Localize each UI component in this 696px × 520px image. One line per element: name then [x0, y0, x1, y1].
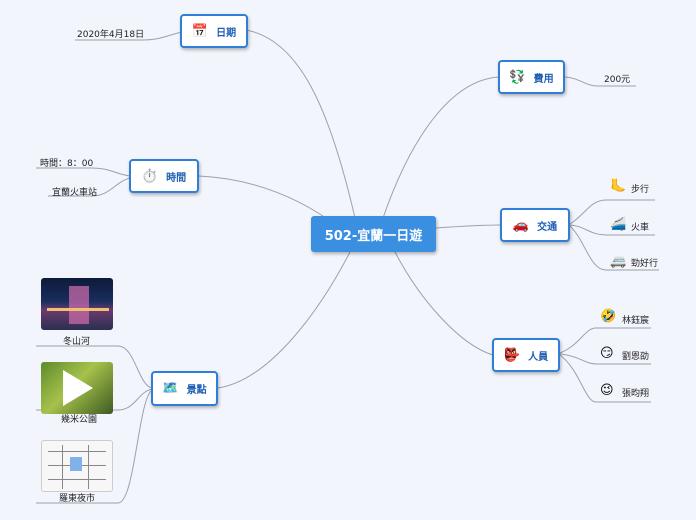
topic-places[interactable]: 🗺️ 景點	[151, 371, 218, 406]
leaf-date[interactable]: 2020年4月18日	[77, 30, 145, 40]
leaf-place-1[interactable]: 冬山河	[63, 337, 91, 347]
photo-dongshan-river	[41, 278, 113, 330]
leaf-cost[interactable]: 200元	[604, 75, 631, 85]
leaf-place-2[interactable]: 幾米公園	[61, 415, 98, 425]
laughing-face-icon: 🤣	[600, 309, 617, 324]
stopwatch-icon: ⏱️	[141, 168, 159, 184]
central-topic[interactable]: 502-宜蘭一日遊	[311, 216, 436, 252]
topic-cost-label: 費用	[533, 73, 554, 85]
topic-transport-label: 交通	[537, 221, 558, 233]
money-icon: 💱	[509, 69, 526, 85]
person-icon: 👺	[503, 347, 521, 363]
leaf-transport-1[interactable]: 步行	[631, 185, 650, 195]
photo-luodong-night-market-map	[41, 440, 113, 492]
topic-time[interactable]: ⏱️ 時間	[129, 159, 199, 193]
topic-time-label: 時間	[166, 172, 187, 184]
train-icon: 🚄	[610, 217, 627, 232]
leaf-transport-3[interactable]: 勁好行	[631, 259, 659, 269]
leaf-time-1[interactable]: 時間：8：00	[40, 159, 94, 169]
play-icon	[63, 370, 93, 406]
bus-icon: 🚐	[610, 254, 627, 269]
topic-date-label: 日期	[216, 27, 237, 39]
topic-date[interactable]: 📅 日期	[180, 14, 248, 48]
leaf-transport-2[interactable]: 火車	[631, 223, 650, 233]
photo-jimmy-park	[41, 362, 113, 414]
leaf-time-2[interactable]: 宜蘭火車站	[52, 188, 98, 198]
topic-people[interactable]: 👺 人員	[492, 338, 560, 372]
central-topic-label: 502-宜蘭一日遊	[324, 228, 423, 244]
leaf-person-2[interactable]: 劉恩劭	[622, 352, 650, 362]
topic-people-label: 人員	[528, 351, 549, 363]
car-icon: 🚗	[512, 217, 530, 233]
leaf-person-3[interactable]: 張昀翔	[622, 389, 650, 399]
leaf-person-1[interactable]: 林鈺宸	[622, 316, 650, 326]
map-icon: 🗺️	[162, 381, 179, 396]
winking-face-icon: 😉	[600, 383, 614, 398]
leaf-place-3[interactable]: 羅東夜市	[59, 494, 96, 504]
calendar-icon: 📅	[191, 23, 209, 39]
topic-cost[interactable]: 💱 費用	[498, 60, 565, 94]
foot-icon: 🦶	[610, 179, 627, 194]
smirking-face-icon: 😏	[600, 346, 614, 361]
topic-places-label: 景點	[186, 385, 207, 396]
topic-transport[interactable]: 🚗 交通	[500, 208, 570, 242]
